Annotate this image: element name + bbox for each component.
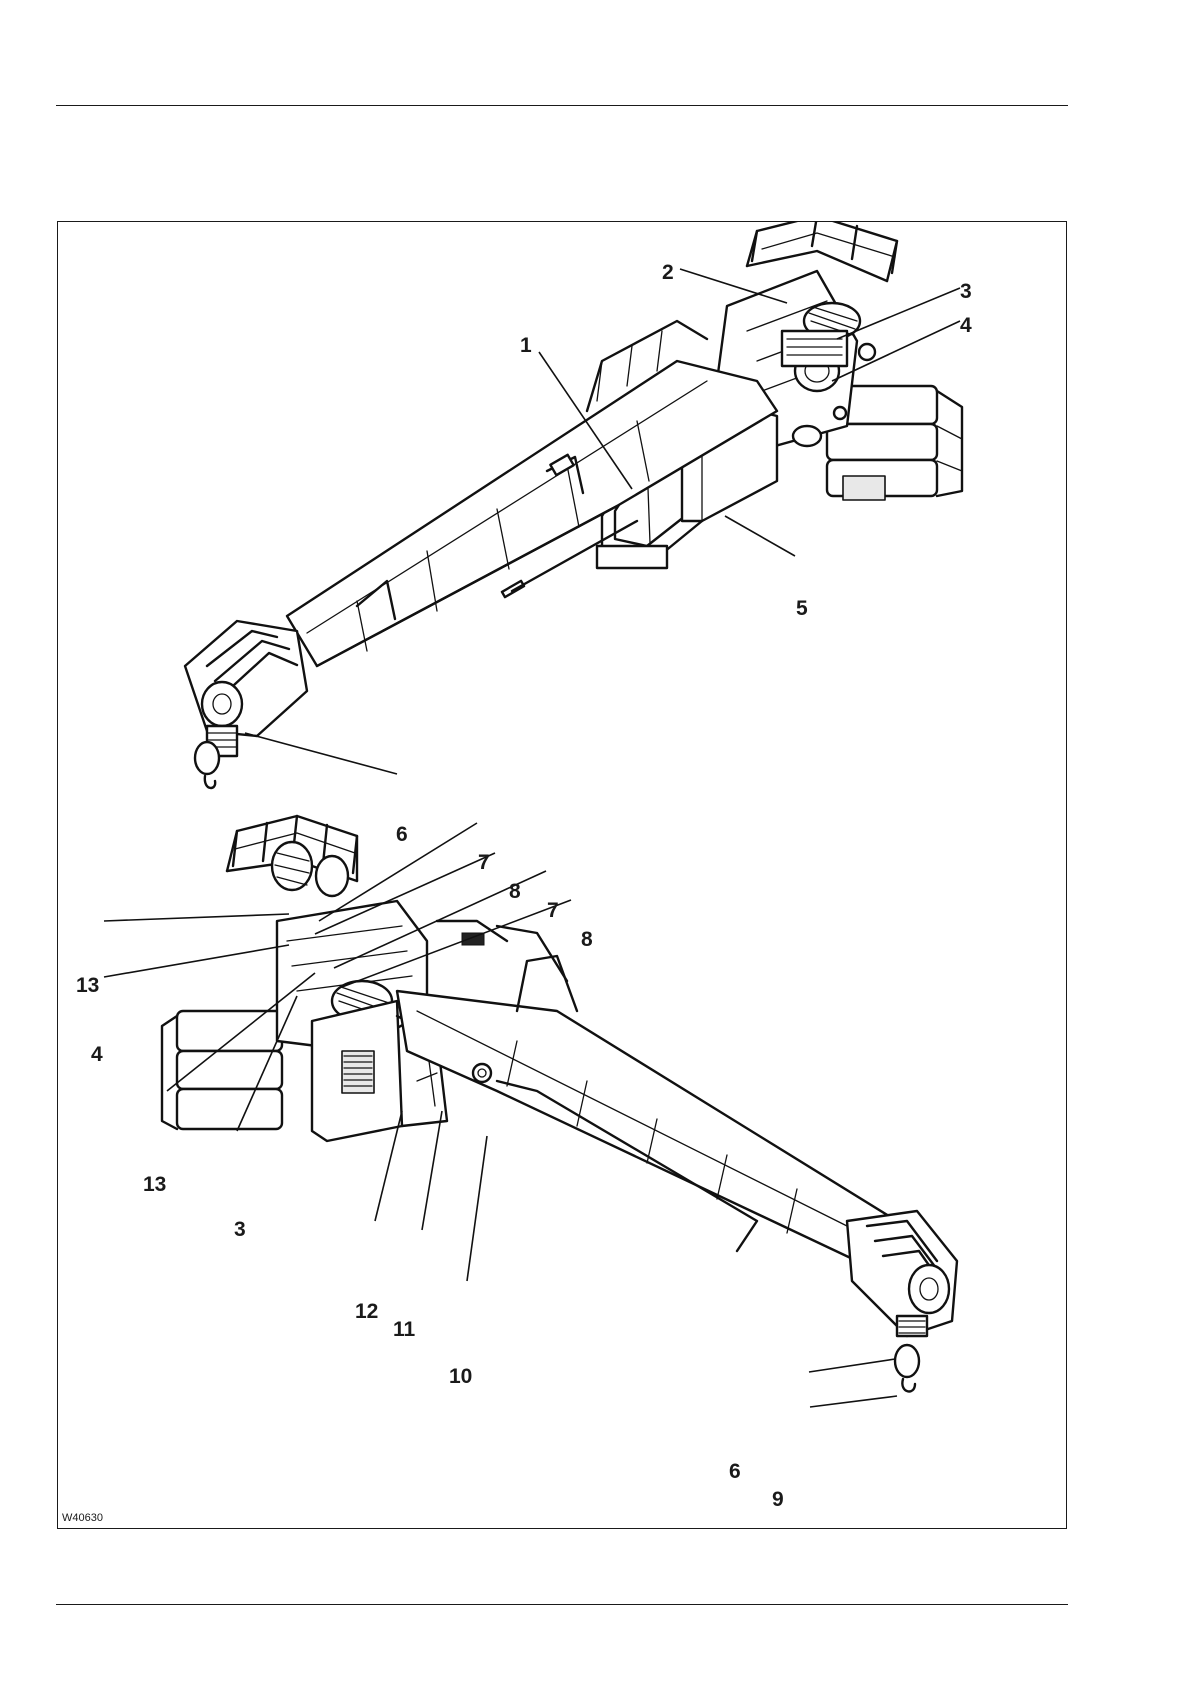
header-rule [56, 105, 1068, 106]
figure-id-label: W40630 [62, 1512, 103, 1524]
callout-4: 4 [960, 314, 972, 337]
upper-crane-illustration [185, 221, 962, 788]
upper-hook-block [195, 742, 219, 788]
callout-6: 6 [396, 823, 408, 846]
callout-13b: 13 [143, 1173, 166, 1196]
callout-11: 11 [393, 1318, 416, 1341]
callout-6b: 6 [729, 1460, 741, 1483]
callout-2: 2 [662, 261, 674, 284]
lower-boom [397, 921, 897, 1261]
footer-rule [56, 1604, 1068, 1605]
callout-13: 13 [76, 974, 99, 997]
callout-9: 9 [772, 1488, 784, 1511]
callout-4b: 4 [91, 1043, 103, 1066]
lower-crane-illustration [162, 816, 957, 1391]
callout-1: 1 [520, 334, 532, 357]
callout-7b: 7 [547, 899, 559, 922]
upper-railing-platform [747, 221, 897, 281]
callout-5: 5 [796, 597, 808, 620]
callout-8b: 8 [581, 928, 593, 951]
crane-diagram: 1 2 3 4 5 6 7 8 7 8 13 4 13 3 12 11 10 6… [57, 221, 1067, 1529]
callout-12: 12 [355, 1300, 378, 1323]
lower-winch [272, 842, 348, 896]
callout-7: 7 [478, 851, 490, 874]
callout-10: 10 [449, 1365, 472, 1388]
lower-boom-head [847, 1211, 957, 1336]
upper-boom-head [185, 621, 307, 756]
callout-3: 3 [960, 280, 972, 303]
callout-3b: 3 [234, 1218, 246, 1241]
lower-hook-block [895, 1345, 919, 1391]
callout-8: 8 [509, 880, 521, 903]
